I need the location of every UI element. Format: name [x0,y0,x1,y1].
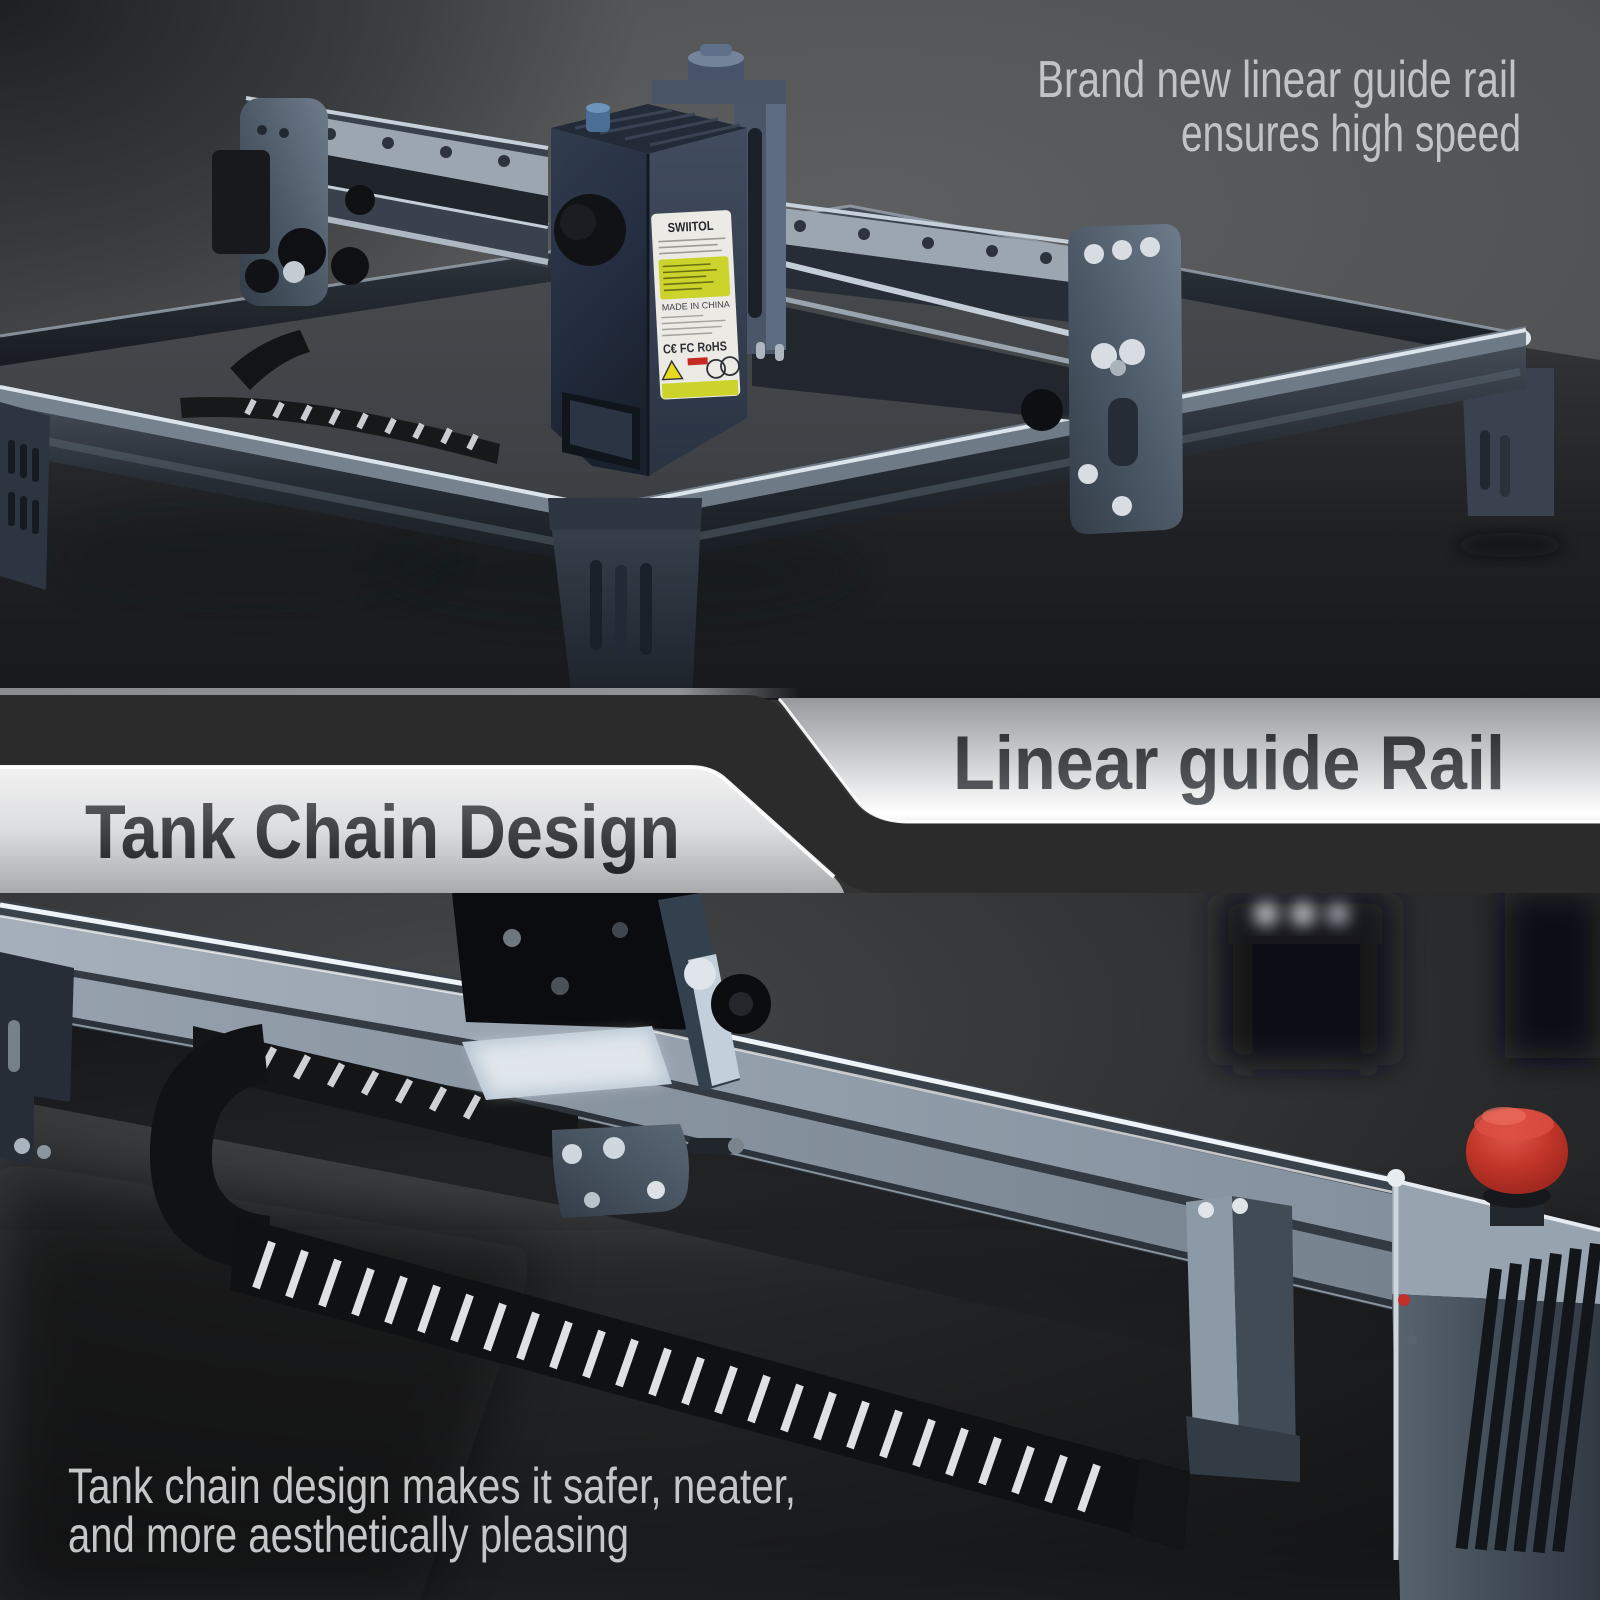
svg-text:SWIITOL: SWIITOL [667,218,714,235]
svg-text:Linear guide Rail: Linear guide Rail [953,721,1505,806]
svg-text:C€ FC RoHS: C€ FC RoHS [663,338,728,356]
svg-text:MADE IN CHINA: MADE IN CHINA [662,299,730,313]
svg-text:Tank Chain Design: Tank Chain Design [85,790,680,875]
svg-text:and more aesthetically pleasin: and more aesthetically pleasing [68,1507,629,1563]
svg-text:ensures high speed: ensures high speed [1181,105,1521,163]
svg-text:Brand new linear guide rail: Brand new linear guide rail [1037,51,1517,109]
svg-text:Tank chain design makes it saf: Tank chain design makes it safer, neater… [68,1458,796,1514]
